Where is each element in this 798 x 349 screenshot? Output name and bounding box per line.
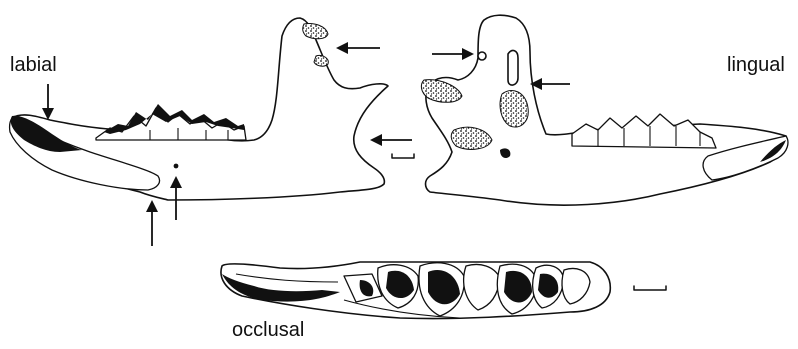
lingual-condyle-pit — [478, 52, 486, 60]
labial-angle-arrow — [370, 134, 412, 146]
occlusal-view — [221, 262, 610, 319]
label-occlusal: occlusal — [232, 320, 304, 340]
lingual-mandible-outline — [426, 15, 788, 205]
mental-foramen — [174, 164, 179, 169]
labial-condyle-facet-1 — [303, 23, 328, 38]
lingual-ramus-arrow — [530, 78, 570, 90]
scale-bar-lower — [634, 286, 666, 290]
labial-pointer-arrow — [42, 84, 54, 120]
label-labial: labial — [10, 55, 57, 75]
lingual-condyle-arrow — [432, 48, 474, 60]
labial-view — [10, 18, 388, 200]
labial-condyle-facet-2 — [314, 55, 328, 66]
ventral-arrow — [146, 200, 158, 246]
label-lingual: lingual — [727, 55, 785, 75]
lingual-view — [421, 15, 788, 205]
labial-condyle-arrow — [336, 42, 380, 54]
lingual-cheek-teeth — [572, 114, 716, 148]
scale-bar-upper — [392, 154, 414, 158]
lingual-ramus-slot — [508, 51, 518, 86]
